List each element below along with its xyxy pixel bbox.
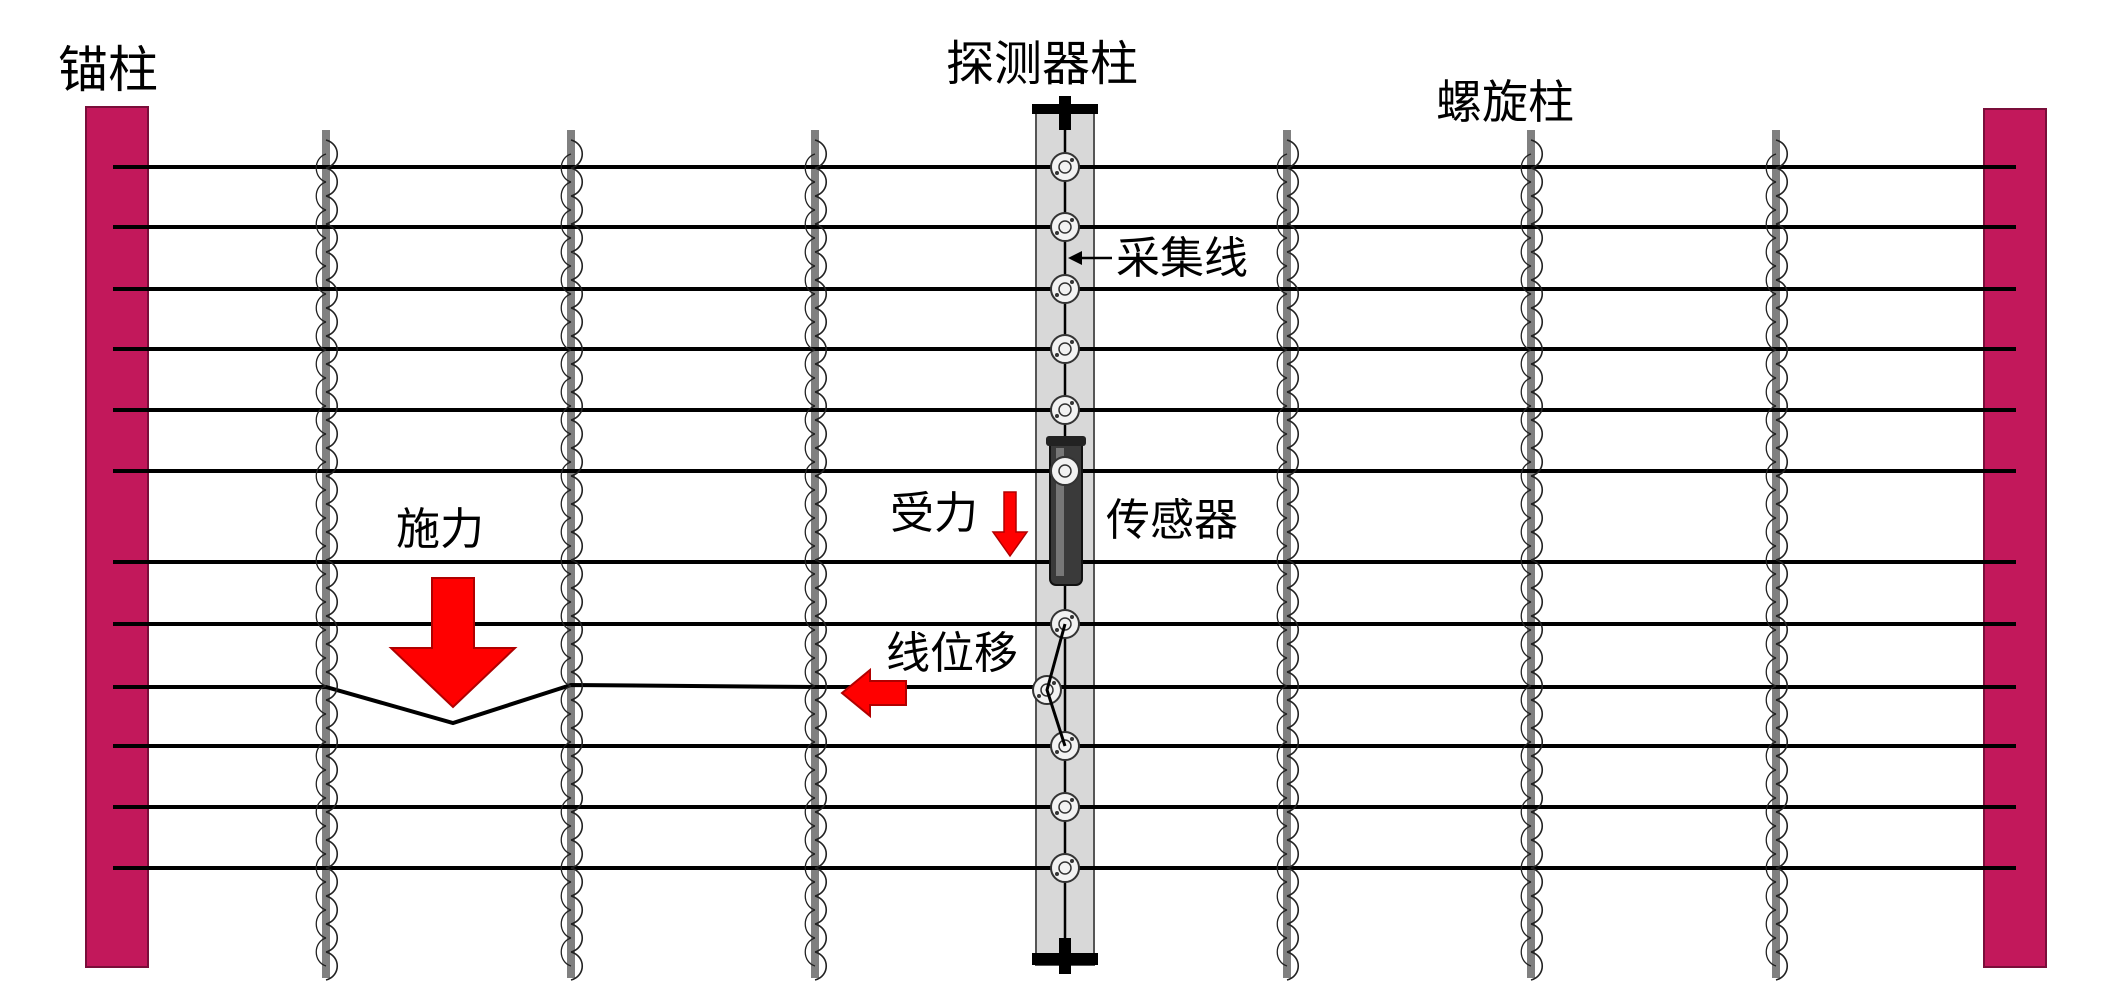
spiral-post-rod <box>322 130 330 978</box>
spiral-coils <box>315 139 1789 981</box>
spiral-coil <box>1530 139 1544 981</box>
spiral-coil-back <box>1765 153 1777 967</box>
sensor-label: 传感器 <box>1106 495 1238 546</box>
detector-post-label: 探测器柱 <box>946 36 1138 92</box>
spiral-post-rod <box>1527 130 1535 978</box>
ring-clip-icon <box>1050 334 1080 364</box>
spiral-coil-back <box>560 153 572 967</box>
ring-clip-icon <box>1050 853 1080 883</box>
ring-clip-icon <box>1050 792 1080 822</box>
collection-line-pointer-arrow <box>1068 251 1112 265</box>
spiral-coil-back <box>804 153 816 967</box>
anchor-post-left <box>85 106 149 968</box>
ring-clip-icon <box>1050 456 1080 486</box>
ring-clip-icon <box>1050 395 1080 425</box>
collection-line-label: 采集线 <box>1116 233 1248 284</box>
line-displacement-label: 线位移 <box>886 628 1018 679</box>
ring-clip-icon <box>1050 152 1080 182</box>
spiral-coil-back <box>1520 153 1532 967</box>
spiral-post-rod <box>1283 130 1291 978</box>
spiral-coil <box>814 139 828 981</box>
spiral-post-label: 螺旋柱 <box>1436 75 1574 129</box>
ring-clip-icon <box>1050 212 1080 242</box>
spiral-post-rod <box>811 130 819 978</box>
applied-force-down-arrow-icon <box>388 577 518 709</box>
spiral-post-rod <box>1772 130 1780 978</box>
spiral-coil <box>325 139 339 981</box>
applied-force-label: 施力 <box>396 504 484 555</box>
spiral-coil-back <box>315 153 327 967</box>
spiral-coil <box>1775 139 1789 981</box>
spiral-coil <box>1286 139 1300 981</box>
spiral-posts <box>322 130 1780 978</box>
collection-line-kink <box>1045 623 1067 747</box>
wire-clips <box>1032 152 1080 883</box>
force-received-label: 受力 <box>890 488 978 539</box>
spiral-coil-back <box>1276 153 1288 967</box>
spiral-post-rod <box>567 130 575 978</box>
displacement-arrow-shape <box>840 667 907 719</box>
ring-clip-icon <box>1050 731 1080 761</box>
force-received-down-arrow-icon <box>991 491 1029 558</box>
anchor-post-right <box>1983 108 2047 968</box>
ring-clip-icon <box>1050 274 1080 304</box>
detector-post-bottom-cap <box>1032 938 1098 974</box>
anchor-post-label: 锚柱 <box>58 41 158 99</box>
detector-post-top-cap <box>1032 96 1098 130</box>
spiral-coil <box>570 139 584 981</box>
